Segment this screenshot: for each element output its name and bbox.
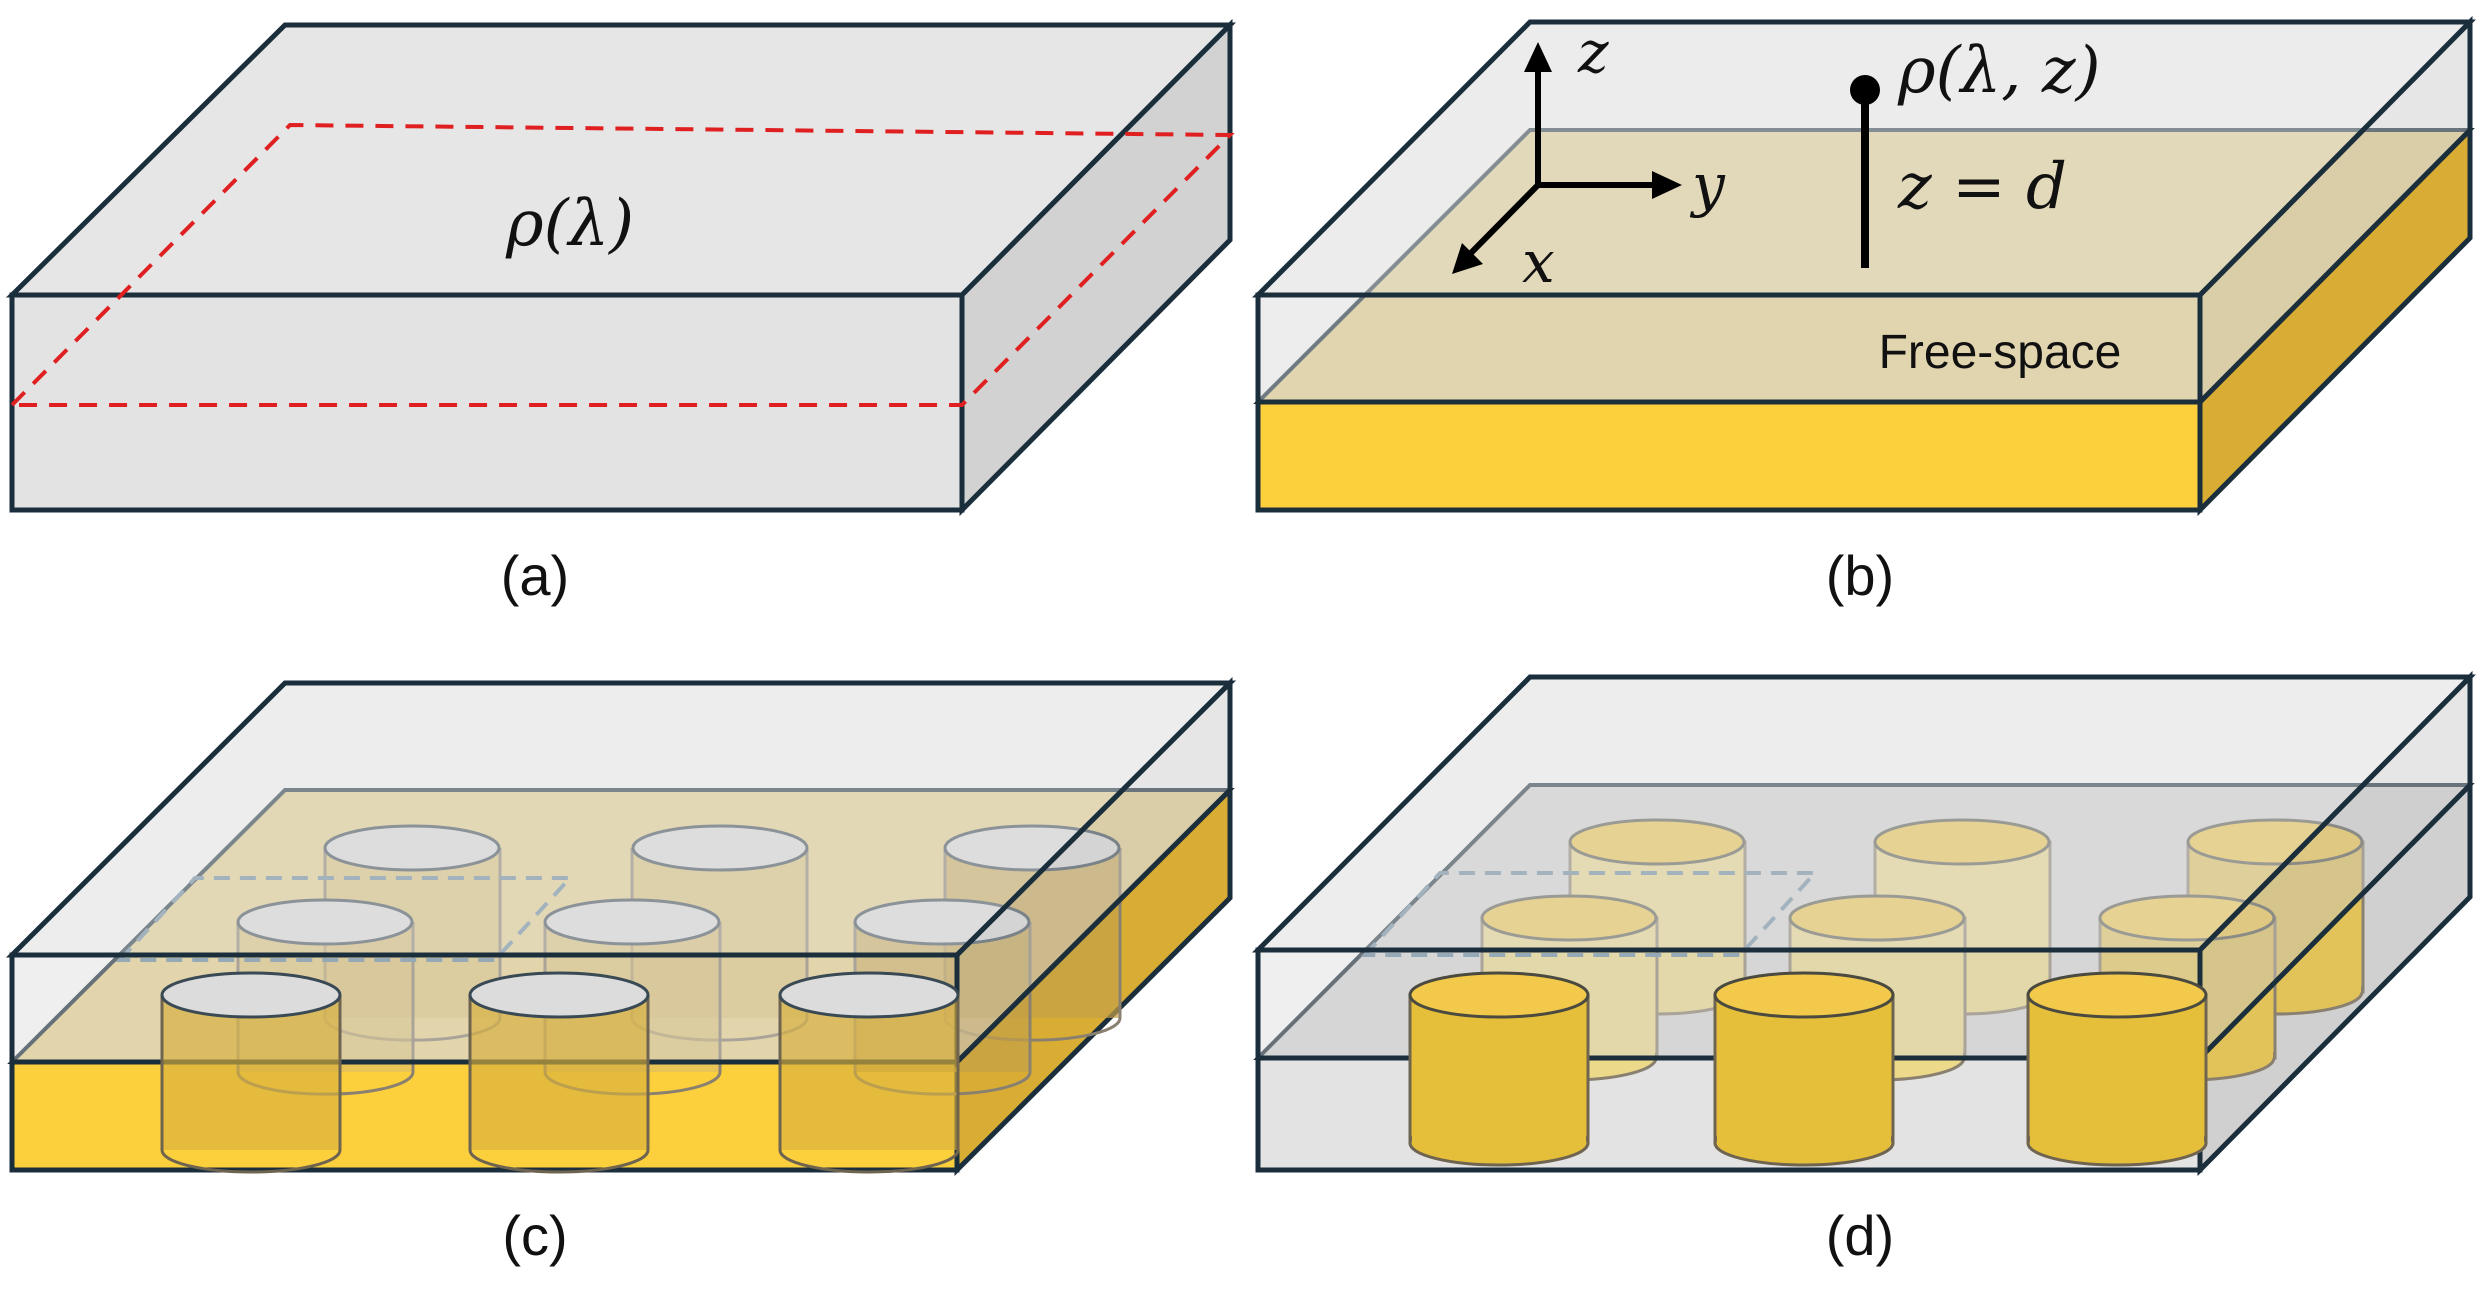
panel-b: z y x ρ(λ, z) z = d Free-space (b) [1251, 15, 2476, 607]
panel-a: ρ(λ) (a) [5, 18, 1237, 607]
pillar [1713, 971, 1895, 1167]
hole [778, 971, 960, 1174]
hole [160, 971, 342, 1174]
pillar [1408, 971, 1590, 1167]
hole-array-front [160, 971, 960, 1174]
probe-point [1850, 75, 1880, 105]
density-label: ρ(λ) [505, 187, 634, 261]
slab-side-face [2197, 15, 2473, 409]
x-axis-label: x [1522, 228, 1555, 296]
slab-side-face [959, 18, 1233, 517]
substrate-front-face [1255, 399, 2203, 513]
hole [468, 971, 650, 1174]
y-axis-label: y [1689, 151, 1726, 219]
height-label: z = d [1897, 150, 2067, 224]
caption-d: (d) [1826, 1204, 1894, 1267]
panel-c: (c) [5, 676, 1237, 1267]
density-label: ρ(λ, z) [1897, 34, 2101, 108]
pillar-array-front [1408, 971, 2208, 1167]
slab-front-face [9, 292, 965, 513]
y-arrowhead [1652, 171, 1682, 199]
z-axis-label: z [1577, 18, 1609, 86]
pillar [2026, 971, 2208, 1167]
free-space-label: Free-space [1879, 326, 2122, 379]
caption-c: (c) [502, 1204, 567, 1267]
z-arrowhead [1524, 42, 1552, 72]
panel-d: (d) [1251, 670, 2476, 1267]
caption-a: (a) [501, 544, 569, 607]
x-arrowhead [1452, 243, 1483, 274]
x-axis [1465, 182, 1541, 259]
reference-plane-dashed [7, 122, 1235, 407]
caption-b: (b) [1826, 544, 1894, 607]
